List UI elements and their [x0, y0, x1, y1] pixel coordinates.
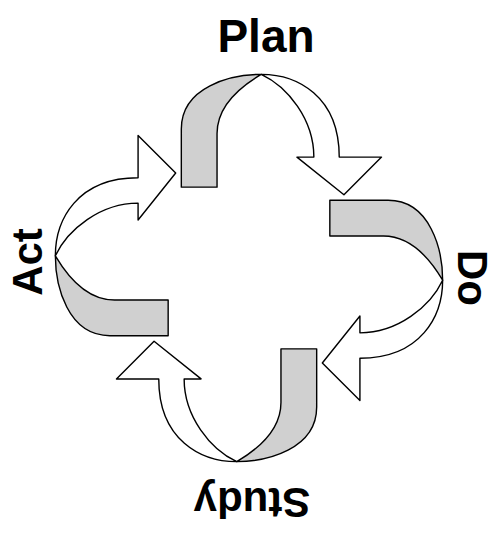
stage-label: Do: [451, 250, 493, 306]
stage-label: Act: [7, 228, 49, 296]
arrow-ring: [55, 74, 442, 461]
curved-arrow: [116, 341, 316, 461]
curved-arrow: [322, 200, 442, 400]
curved-arrow: [181, 74, 381, 194]
stage-label: Plan: [217, 13, 314, 59]
curved-arrow: [55, 135, 175, 335]
stage-label: Study: [194, 481, 311, 523]
